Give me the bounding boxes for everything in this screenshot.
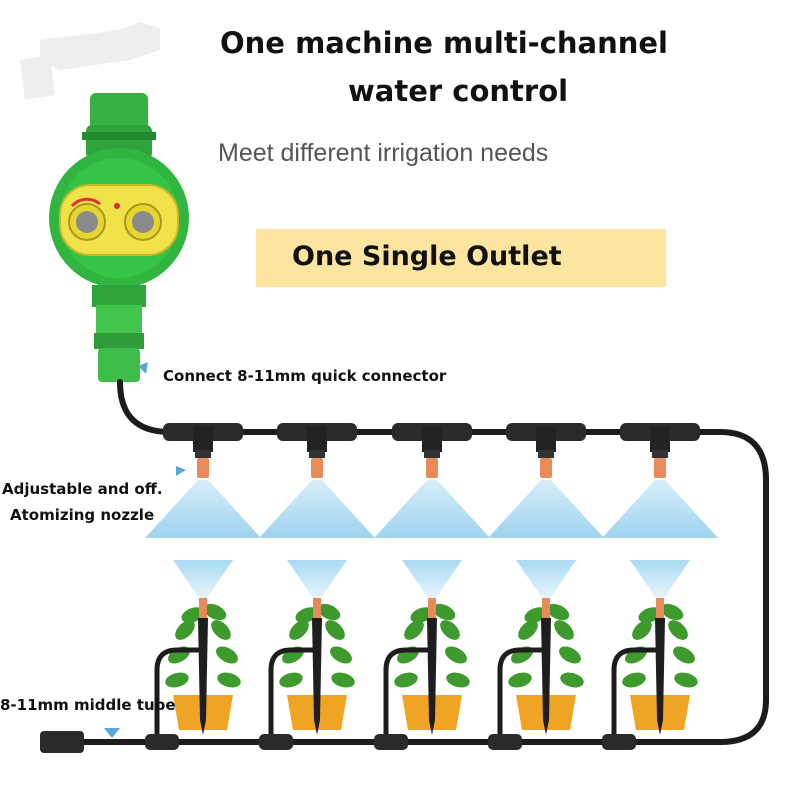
pointer-arrow-icon xyxy=(138,362,148,374)
mist-spray xyxy=(488,480,604,538)
feeder-tube xyxy=(268,647,313,742)
tee-connector xyxy=(374,734,408,750)
stake-nozzle-icon xyxy=(313,598,321,618)
stake-nozzle-icon xyxy=(656,598,664,618)
nozzle-icon xyxy=(426,458,438,478)
potted-plant xyxy=(259,598,355,750)
faucet-silhouette xyxy=(20,22,160,100)
leaf xyxy=(660,603,684,621)
atomizing-nozzles xyxy=(195,450,668,478)
leaf xyxy=(674,672,698,688)
potted-plant xyxy=(374,598,470,750)
pointer-arrow-icon xyxy=(104,728,120,738)
leaf xyxy=(397,646,419,664)
feeder-tube xyxy=(497,647,542,742)
leaf xyxy=(560,672,584,688)
subtitle: Meet different irrigation needs xyxy=(218,139,549,167)
potted-plant xyxy=(145,598,241,750)
water-timer xyxy=(49,93,189,382)
leaf xyxy=(331,672,355,688)
nozzle-icon xyxy=(540,458,552,478)
tee-connector xyxy=(488,734,522,750)
leaf xyxy=(282,646,304,664)
pointer-arrow-icon xyxy=(176,466,186,476)
leaf xyxy=(445,646,467,664)
stake xyxy=(655,618,665,735)
leaf xyxy=(279,672,303,688)
leaf xyxy=(168,646,190,664)
leaf xyxy=(217,672,241,688)
mist-spray xyxy=(516,560,576,598)
leaf xyxy=(317,603,341,621)
tube-end-plug xyxy=(40,731,84,753)
leaf xyxy=(554,620,574,640)
tee-connectors xyxy=(163,423,700,452)
tee-connector xyxy=(259,734,293,750)
headline-line2: water control xyxy=(348,74,569,108)
nozzle-label-line1: Adjustable and off. xyxy=(2,480,163,498)
main-tube xyxy=(57,379,769,745)
leaf xyxy=(211,620,231,640)
banner-label: One Single Outlet xyxy=(292,241,562,272)
leaf xyxy=(673,646,695,664)
tee-connector xyxy=(145,734,179,750)
stake xyxy=(427,618,437,735)
leaf xyxy=(330,646,352,664)
mist-spray xyxy=(287,560,347,598)
mist-spray xyxy=(630,560,690,598)
mist-spray xyxy=(145,480,261,538)
leaf xyxy=(546,603,570,621)
leaf xyxy=(632,620,652,640)
leaf xyxy=(289,620,309,640)
mist-spray xyxy=(602,480,718,538)
leaf xyxy=(394,672,418,688)
mist-spray xyxy=(173,560,233,598)
stake-nozzle-icon xyxy=(542,598,550,618)
leaf xyxy=(432,603,456,621)
leaf xyxy=(203,603,227,621)
mist-sprays xyxy=(145,480,718,598)
leaf xyxy=(404,620,424,640)
tee-connector xyxy=(602,734,636,750)
nozzle-label-line2: Atomizing nozzle xyxy=(10,506,155,524)
potted-plant xyxy=(602,598,698,750)
nozzle-icon xyxy=(654,458,666,478)
stake xyxy=(312,618,322,735)
nozzle-icon xyxy=(311,458,323,478)
nozzle-icon xyxy=(197,458,209,478)
feeder-tube xyxy=(154,647,199,742)
potted-plants xyxy=(145,598,698,750)
connector-label: Connect 8-11mm quick connector xyxy=(163,367,447,385)
potted-plant xyxy=(488,598,584,750)
leaf xyxy=(165,672,189,688)
feeder-tube xyxy=(611,647,656,742)
leaf xyxy=(511,646,533,664)
leaf xyxy=(175,620,195,640)
banner: One Single Outlet xyxy=(256,229,666,287)
stake-nozzle-icon xyxy=(199,598,207,618)
stake xyxy=(541,618,551,735)
stake xyxy=(198,618,208,735)
leaf xyxy=(625,646,647,664)
leaf xyxy=(668,620,688,640)
stake-nozzle-icon xyxy=(428,598,436,618)
mist-spray xyxy=(402,560,462,598)
feeder-tube xyxy=(383,647,428,742)
leaf xyxy=(325,620,345,640)
headline-line1: One machine multi-channel xyxy=(220,26,668,60)
mist-spray xyxy=(259,480,375,538)
tube-label: 8-11mm middle tube xyxy=(0,696,176,714)
leaf xyxy=(508,672,532,688)
leaf xyxy=(440,620,460,640)
leaf xyxy=(518,620,538,640)
leaf xyxy=(559,646,581,664)
leaf xyxy=(446,672,470,688)
leaf xyxy=(622,672,646,688)
leaf xyxy=(216,646,238,664)
mist-spray xyxy=(374,480,490,538)
